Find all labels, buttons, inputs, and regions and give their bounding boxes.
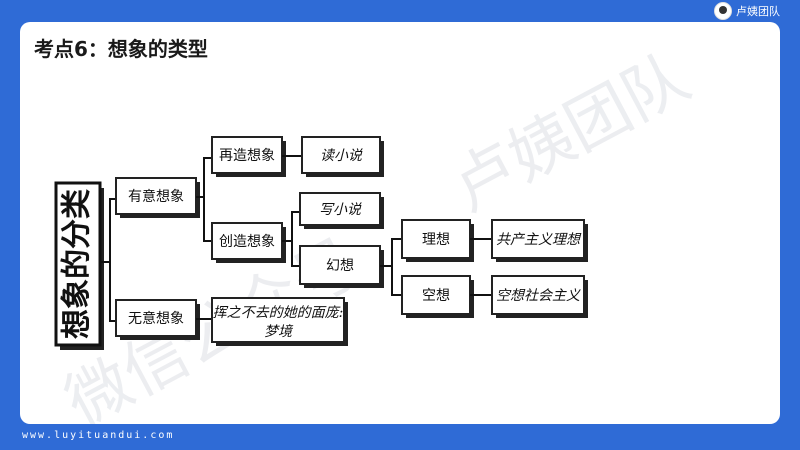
edge-youyi [196, 157, 212, 242]
node-lixiang-label: 理想 [422, 232, 450, 248]
node-kongxiang-shehui-label: 空想社会主义 [496, 288, 581, 304]
node-wuyi [115, 299, 197, 337]
node-mengjing-label-2: 梦境 [264, 324, 294, 340]
node-wuyi-label: 无意想象 [128, 310, 184, 327]
node-zaizao-label: 再造想象 [219, 148, 275, 164]
brand-badge: 卢姨团队 [714, 2, 780, 20]
brand-label: 卢姨团队 [736, 5, 780, 18]
edge-huanxiang [380, 238, 402, 296]
node-kongxiang-shehui [491, 275, 585, 315]
node-youyi-label: 有意想象 [128, 188, 184, 205]
slide-canvas: 卢姨团队 微信公众号 [20, 22, 780, 424]
node-zaizao [211, 136, 283, 174]
node-xie-xiaoshuo [299, 192, 381, 226]
node-kongxiang-label: 空想 [422, 288, 450, 304]
footer-url: www.luyituandui.com [22, 430, 175, 441]
node-gongchan [491, 219, 585, 259]
page-title: 考点6：想象的类型 [34, 37, 208, 61]
node-gongchan-label: 共产主义理想 [496, 232, 582, 248]
node-du-xiaoshuo [301, 136, 381, 174]
node-mengjing [211, 297, 345, 343]
node-kongxiang [401, 275, 471, 315]
avatar [714, 2, 732, 20]
root-label: 想象的分类 [60, 189, 95, 339]
node-mengjing-label-1: 挥之不去的她的面庞: [213, 305, 344, 321]
node-chuangzao-label: 创造想象 [219, 234, 275, 250]
root-box [54, 181, 102, 347]
node-youyi [115, 177, 197, 215]
node-huanxiang-label: 幻想 [326, 258, 354, 274]
node-du-xiaoshuo-label: 读小说 [320, 148, 363, 164]
node-chuangzao [211, 222, 283, 260]
edge-chuangzao [282, 211, 300, 267]
node-xie-xiaoshuo-label: 写小说 [319, 202, 362, 218]
edge-root [100, 198, 116, 322]
